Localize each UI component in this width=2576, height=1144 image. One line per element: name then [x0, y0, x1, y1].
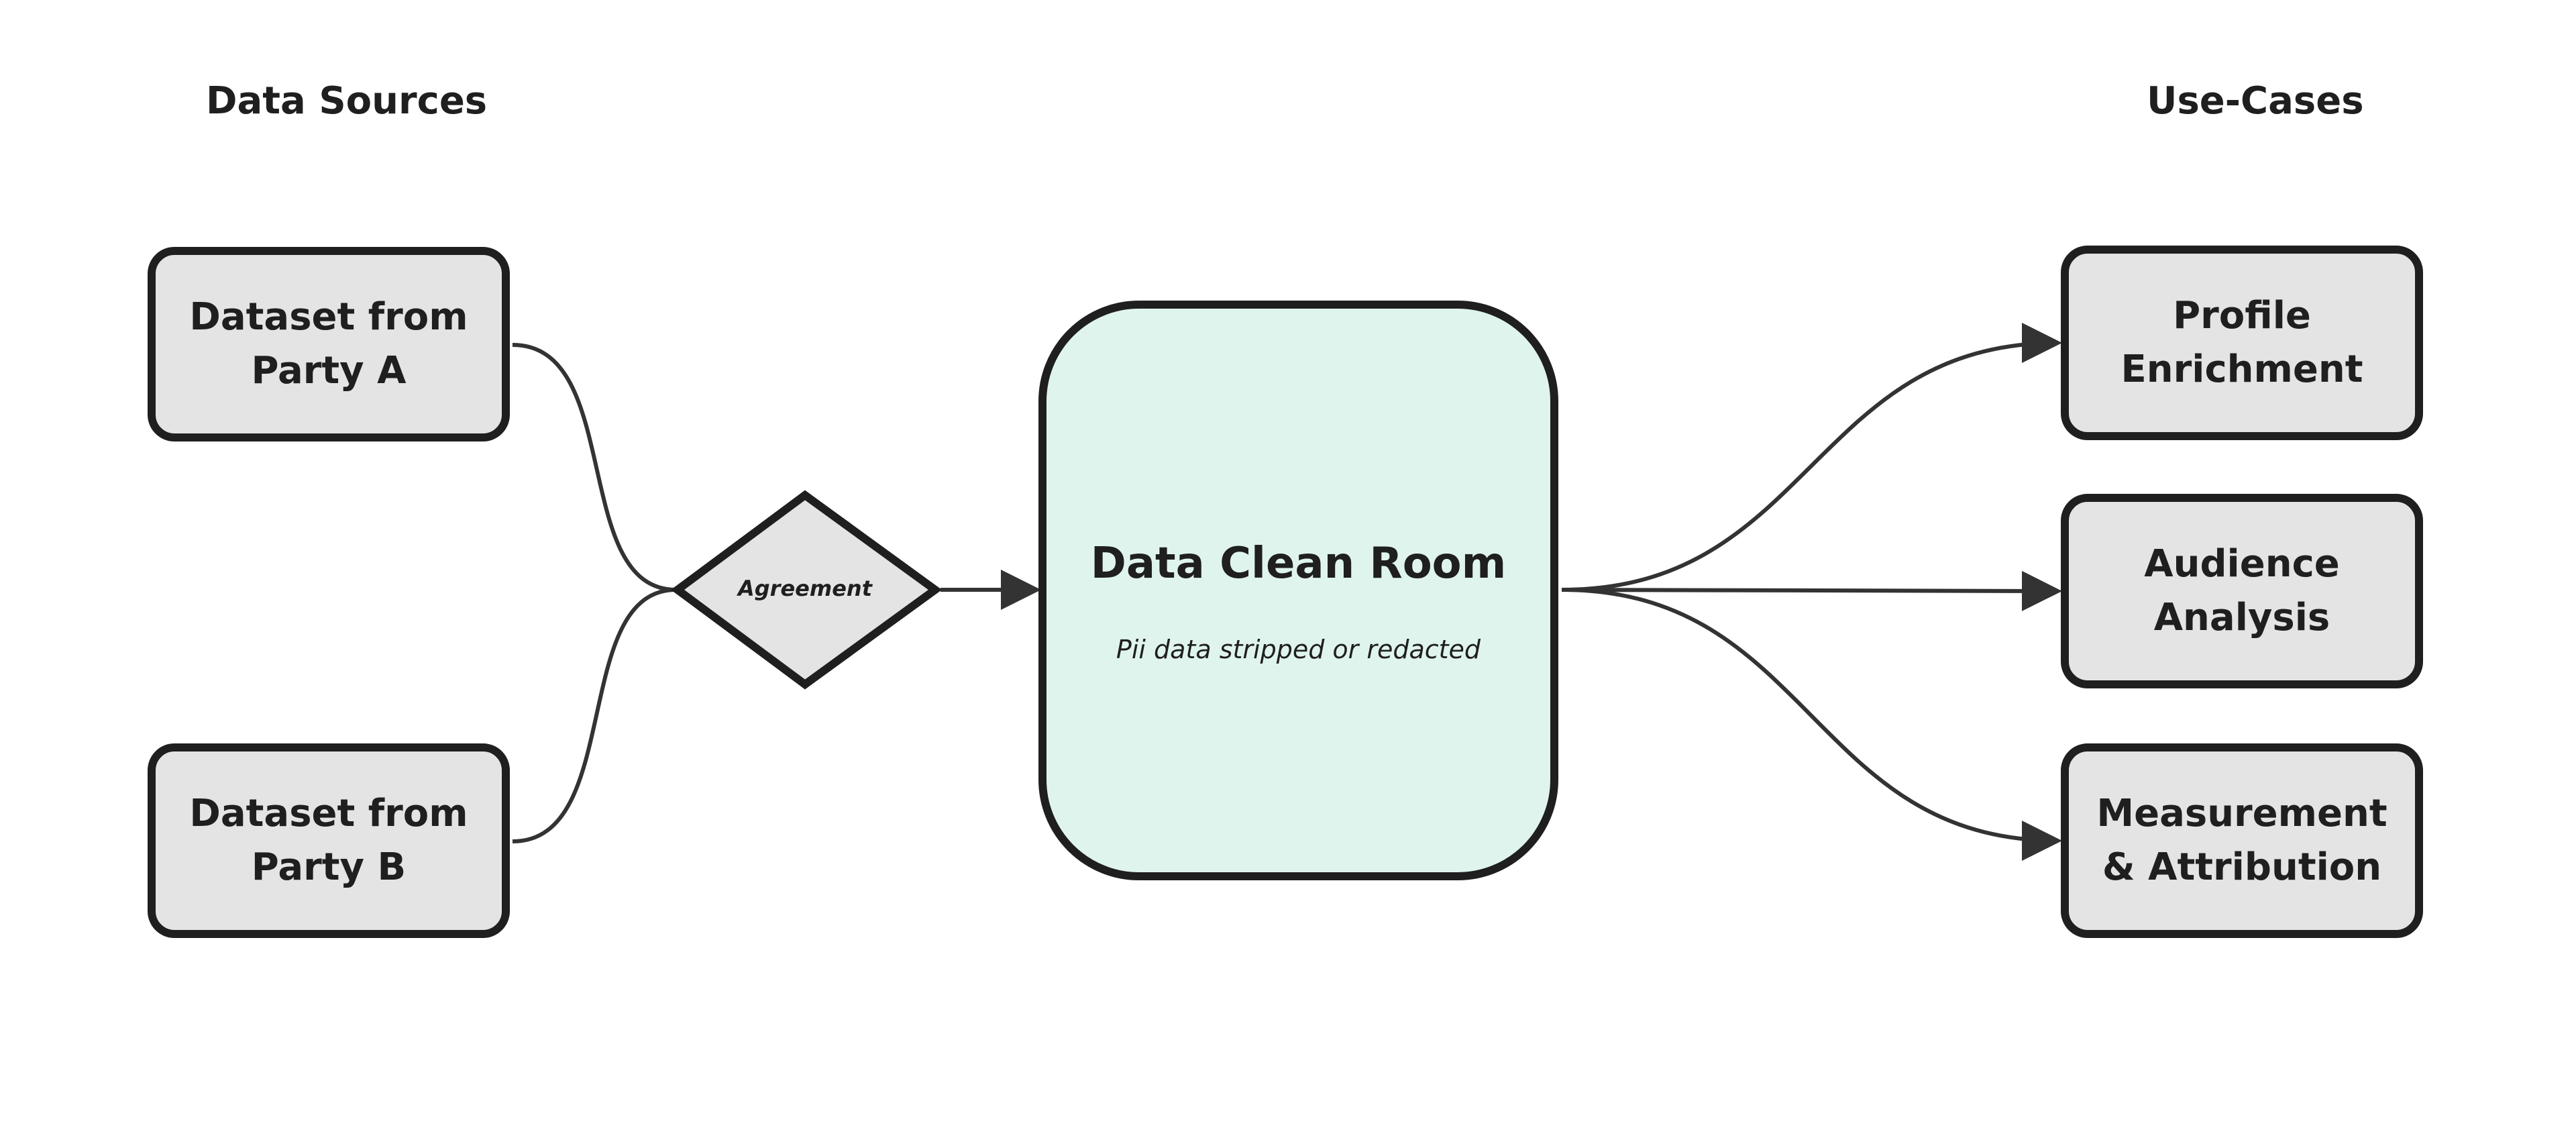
agreement-label: Agreement	[738, 576, 872, 601]
connector-clean-room-to-profile	[1561, 323, 2062, 592]
profile-enrichment-node[interactable]: Profile Enrichment	[2061, 246, 2423, 440]
dataset-party-b-label: Dataset from Party B	[189, 792, 468, 889]
connector-clean-room-to-measurement	[1561, 588, 2062, 861]
data-clean-room-title: Data Clean Room	[1090, 539, 1507, 588]
audience-analysis-label: Audience Analysis	[2144, 542, 2340, 639]
dataset-party-b-node[interactable]: Dataset from Party B	[148, 743, 510, 938]
measurement-attribution-label: Measurement & Attribution	[2096, 792, 2387, 889]
dataset-party-a-node[interactable]: Dataset from Party A	[148, 247, 510, 441]
data-clean-room-subtitle: Pii data stripped or redacted	[1116, 635, 1481, 664]
agreement-diamond	[670, 490, 943, 690]
data-sources-heading: Data Sources	[206, 79, 488, 123]
profile-enrichment-label: Profile Enrichment	[2121, 294, 2363, 391]
connector-clean-room-to-audience	[1561, 570, 2062, 611]
use-cases-heading: Use-Cases	[2147, 79, 2364, 123]
dataset-party-a-label: Dataset from Party A	[189, 295, 468, 393]
audience-analysis-node[interactable]: Audience Analysis	[2061, 494, 2423, 688]
data-clean-room-node[interactable]: Data Clean Room Pii data stripped or red…	[1038, 301, 1558, 880]
connector-party-b-to-agreement	[512, 588, 677, 843]
measurement-attribution-node[interactable]: Measurement & Attribution	[2061, 743, 2423, 938]
connector-party-a-to-agreement	[512, 343, 677, 592]
